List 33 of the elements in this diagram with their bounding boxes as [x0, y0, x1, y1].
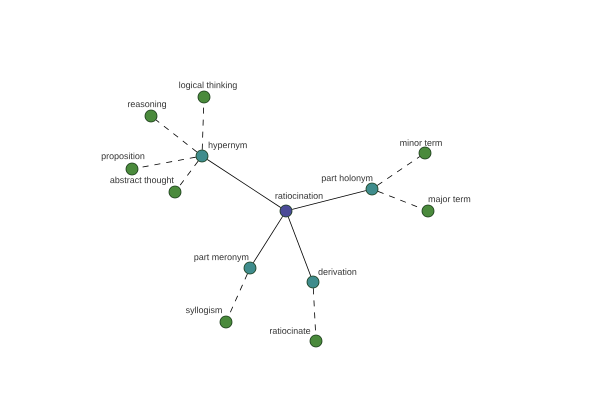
connector-line — [206, 159, 282, 208]
dashed-line — [376, 156, 420, 186]
node-label: syllogism — [186, 306, 222, 315]
node-label: ratiocination — [276, 192, 322, 199]
node-label: minor term — [400, 139, 442, 146]
node-label: ratiocinate — [270, 327, 310, 334]
node-label: major term — [428, 196, 470, 204]
node-label: abstract thought — [110, 176, 174, 185]
graph-node — [126, 162, 138, 176]
graph-node — [168, 186, 182, 198]
graph-node — [198, 90, 210, 104]
graph-node — [144, 110, 158, 122]
graph-node — [418, 146, 432, 160]
graph-node — [306, 276, 320, 288]
graph-node — [366, 182, 378, 196]
graph-node — [244, 262, 256, 274]
dashed-line — [178, 160, 199, 188]
graph-node — [310, 334, 322, 348]
graph-node — [220, 316, 232, 328]
node-label: logical thinking — [179, 82, 237, 90]
node-label: derivation — [318, 268, 356, 275]
connector-line — [253, 216, 283, 263]
graph-node — [196, 150, 208, 162]
dashed-line — [156, 120, 198, 152]
node-label: part meronym — [194, 254, 248, 262]
node-label: reasoning — [128, 100, 166, 109]
connector-line — [288, 216, 312, 276]
node-label: hypernym — [208, 142, 247, 150]
graph-node — [422, 204, 434, 218]
graph-node — [280, 204, 292, 218]
connector-line — [292, 190, 366, 210]
node-label: part holonym — [322, 174, 372, 183]
node-label: proposition — [102, 152, 144, 161]
